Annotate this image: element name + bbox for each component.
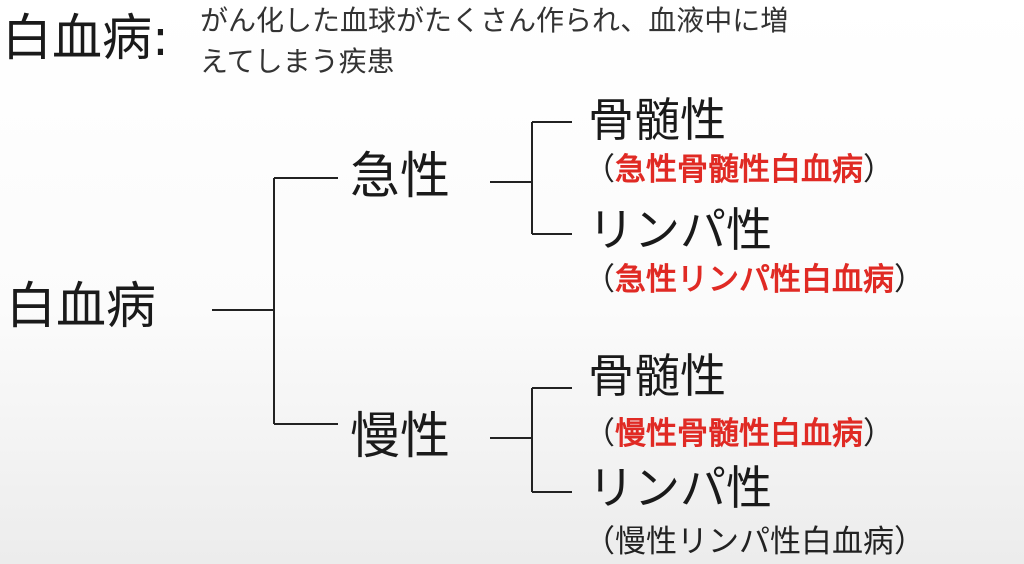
note-close-paren: ） xyxy=(894,262,925,298)
acute-lymphoid-label: リンパ性 xyxy=(588,203,772,257)
acute-lymphoid-note-text: 急性リンパ性白血病 xyxy=(615,262,894,298)
definition-term: 白血病: xyxy=(2,9,169,67)
chronic-myeloid-note-text: 慢性骨髄性白血病 xyxy=(615,416,863,452)
acute-myeloid-note-text: 急性骨髄性白血病 xyxy=(615,152,863,188)
chronic-lymphoid-note: （慢性リンパ性白血病） xyxy=(584,522,925,562)
tree-root-label: 白血病 xyxy=(6,277,156,335)
chronic-lymphoid-note-text: 慢性リンパ性白血病 xyxy=(615,524,894,560)
note-open-paren: （ xyxy=(584,152,615,188)
chronic-label: 慢性 xyxy=(350,407,450,465)
note-close-paren: ） xyxy=(894,524,925,560)
definition-line-2: えてしまう疾患 xyxy=(200,45,395,78)
definition-line-1: がん化した血球がたくさん作られ、血液中に増 xyxy=(200,4,789,37)
acute-label: 急性 xyxy=(350,147,450,205)
chronic-lymphoid-label: リンパ性 xyxy=(588,461,772,515)
note-close-paren: ） xyxy=(863,416,894,452)
acute-myeloid-note: （急性骨髄性白血病） xyxy=(584,150,894,190)
note-close-paren: ） xyxy=(863,152,894,188)
acute-lymphoid-note: （急性リンパ性白血病） xyxy=(584,260,925,300)
note-open-paren: （ xyxy=(584,416,615,452)
chronic-myeloid-label: 骨髄性 xyxy=(588,349,726,403)
note-open-paren: （ xyxy=(584,262,615,298)
chronic-myeloid-note: （慢性骨髄性白血病） xyxy=(584,414,894,454)
note-open-paren: （ xyxy=(584,524,615,560)
acute-myeloid-label: 骨髄性 xyxy=(588,93,726,147)
